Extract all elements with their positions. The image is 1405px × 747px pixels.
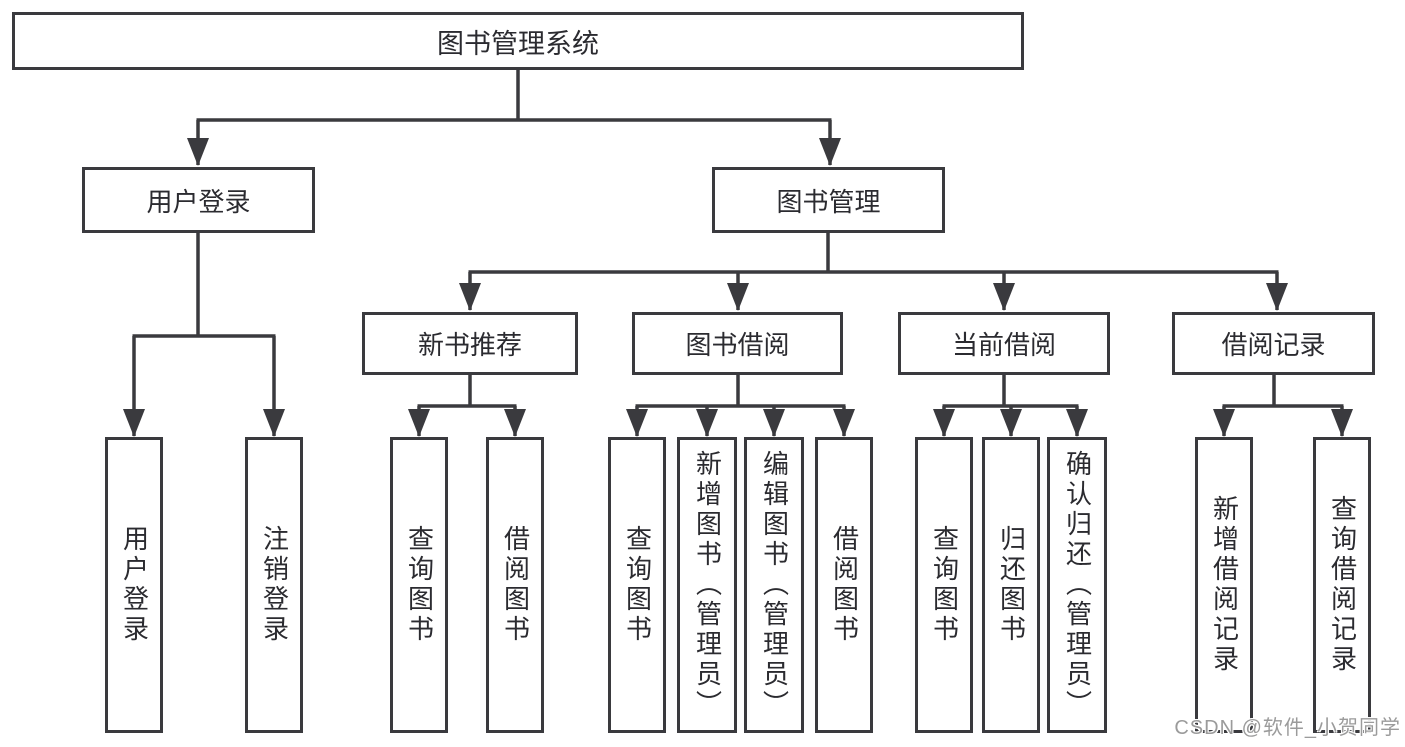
leaf-br-add-record: 新增借阅记录: [1195, 437, 1253, 733]
leaf-cb-confirm-return-admin-label: 确认归还（管理员）: [1062, 450, 1093, 720]
leaf-bb-add-books-admin: 新增图书（管理员）: [677, 437, 737, 733]
leaf-user-login-action-label: 用户登录: [119, 525, 150, 645]
leaf-cb-query-books: 查询图书: [915, 437, 973, 733]
node-system-root-label: 图书管理系统: [437, 28, 599, 59]
leaf-bb-borrow-books: 借阅图书: [815, 437, 873, 733]
node-current-borrow: 当前借阅: [898, 312, 1110, 375]
node-current-borrow-label: 当前借阅: [951, 330, 1056, 360]
leaf-logout-action-label: 注销登录: [259, 525, 290, 645]
leaf-bb-borrow-books-label: 借阅图书: [829, 525, 860, 645]
node-user-login-label: 用户登录: [146, 186, 251, 217]
leaf-bb-add-books-admin-label: 新增图书（管理员）: [692, 450, 723, 720]
leaf-cb-confirm-return-admin: 确认归还（管理员）: [1047, 437, 1107, 733]
node-book-mgmt: 图书管理: [712, 167, 945, 233]
node-borrow-records: 借阅记录: [1172, 312, 1375, 375]
leaf-bb-edit-books-admin: 编辑图书（管理员）: [744, 437, 804, 733]
leaf-cb-query-books-label: 查询图书: [929, 525, 960, 645]
node-new-books: 新书推荐: [362, 312, 578, 375]
leaf-nb-borrow-books: 借阅图书: [486, 437, 544, 733]
leaf-user-login-action: 用户登录: [105, 437, 163, 733]
leaf-nb-borrow-books-label: 借阅图书: [500, 525, 531, 645]
leaf-br-query-record: 查询借阅记录: [1313, 437, 1371, 733]
leaf-cb-return-books-label: 归还图书: [996, 525, 1027, 645]
leaf-bb-query-books: 查询图书: [608, 437, 666, 733]
node-user-login: 用户登录: [82, 167, 315, 233]
node-borrow-records-label: 借阅记录: [1221, 330, 1326, 360]
leaf-logout-action: 注销登录: [245, 437, 303, 733]
node-new-books-label: 新书推荐: [417, 330, 522, 360]
node-book-borrow-label: 图书借阅: [685, 330, 790, 360]
leaf-nb-query-books-label: 查询图书: [404, 525, 435, 645]
node-book-mgmt-label: 图书管理: [776, 186, 881, 217]
node-system-root: 图书管理系统: [12, 12, 1024, 70]
node-book-borrow: 图书借阅: [632, 312, 843, 375]
leaf-bb-edit-books-admin-label: 编辑图书（管理员）: [759, 450, 790, 720]
leaf-br-query-record-label: 查询借阅记录: [1327, 495, 1358, 675]
leaf-br-add-record-label: 新增借阅记录: [1209, 495, 1240, 675]
leaf-bb-query-books-label: 查询图书: [622, 525, 653, 645]
csdn-watermark: CSDN @软件_小贺同学: [1174, 717, 1401, 739]
leaf-cb-return-books: 归还图书: [982, 437, 1040, 733]
leaf-nb-query-books: 查询图书: [390, 437, 448, 733]
